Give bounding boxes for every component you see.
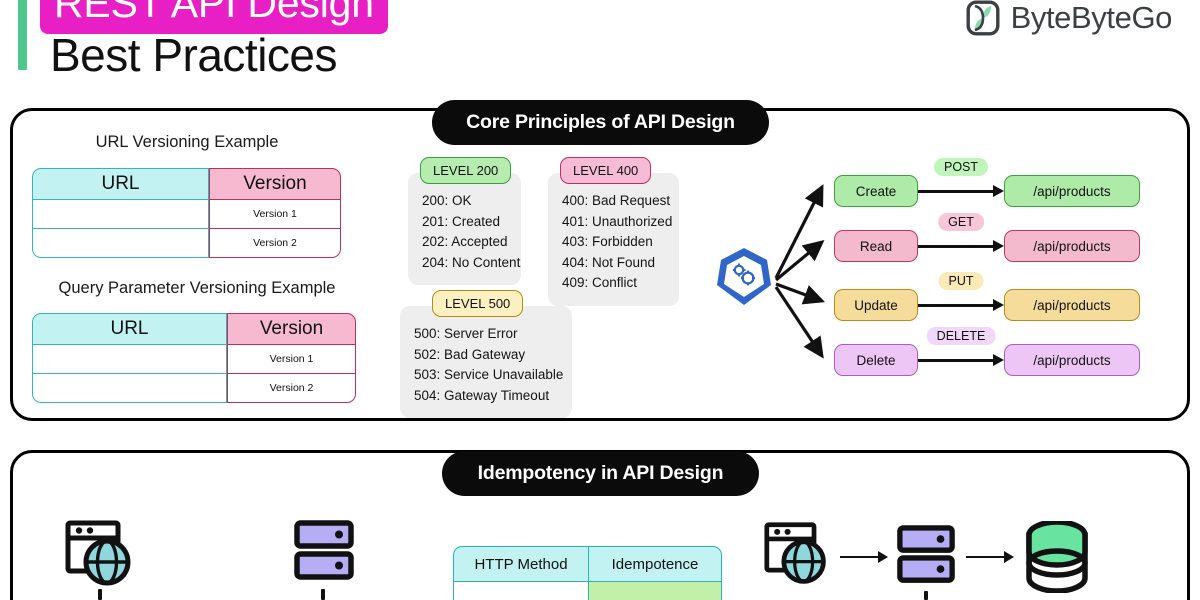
crud-row: Create POST /api/products bbox=[834, 158, 1140, 207]
page-header: REST API Design Best Practices ByteByteG… bbox=[0, 0, 1200, 96]
table-cell-version: Version 2 bbox=[209, 229, 341, 258]
http-method-idempotence-table: HTTP Method Idempotence bbox=[453, 546, 722, 600]
bytebytego-mark-icon bbox=[966, 0, 1000, 36]
section-header-core: Core Principles of API Design bbox=[432, 100, 769, 145]
status-level-label-500: LEVEL 500 bbox=[432, 290, 524, 317]
endpoint-update[interactable]: /api/products bbox=[1004, 289, 1140, 321]
method-arrow: POST bbox=[918, 158, 1004, 207]
version-column: Version Version 1 Version 2 bbox=[209, 168, 341, 258]
crud-operation-read[interactable]: Read bbox=[834, 230, 918, 262]
method-arrow: PUT bbox=[918, 272, 1004, 321]
endpoint-delete[interactable]: /api/products bbox=[1004, 344, 1140, 376]
url-column: URL bbox=[32, 168, 209, 258]
column-header-url: URL bbox=[32, 168, 209, 200]
status-code-item: 500: Server Error bbox=[414, 326, 518, 341]
crud-row: Delete DELETE /api/products bbox=[834, 327, 1140, 376]
brand-logo[interactable]: ByteByteGo bbox=[966, 0, 1172, 36]
version-column: Version Version 1 Version 2 bbox=[227, 313, 356, 403]
status-code-item: 401: Unauthorized bbox=[562, 213, 673, 229]
browser-globe-icon bbox=[762, 521, 833, 594]
http-method-post: POST bbox=[933, 158, 989, 176]
status-code-item: 409: Conflict bbox=[562, 275, 638, 290]
url-versioning-table: URL Version Version 1 Version 2 bbox=[32, 168, 341, 258]
crud-row: Read GET /api/products bbox=[834, 213, 1140, 262]
http-method-column: HTTP Method bbox=[453, 546, 589, 600]
crud-fan-arrows bbox=[774, 184, 826, 359]
flow-arrow bbox=[840, 550, 888, 564]
column-header-http-method: HTTP Method bbox=[453, 546, 589, 582]
status-code-item: 503: Service Unavailable bbox=[414, 367, 564, 382]
status-code-list-400: 400: Bad Request 401: Unauthorized 403: … bbox=[548, 173, 679, 306]
table-cell-version: Version 1 bbox=[209, 200, 341, 229]
drop-tick bbox=[98, 589, 102, 600]
api-hub-label: api bbox=[737, 284, 751, 294]
browser-globe-icon bbox=[63, 519, 138, 596]
table-cell-url bbox=[32, 200, 209, 229]
page-title-highlight: REST API Design bbox=[40, 0, 388, 34]
page-title: REST API Design bbox=[54, 0, 374, 26]
method-arrow: GET bbox=[918, 213, 1004, 262]
query-versioning-table: URL Version Version 1 Version 2 bbox=[32, 313, 356, 403]
status-level-label-400: LEVEL 400 bbox=[560, 157, 652, 184]
table-cell-version: Version 2 bbox=[227, 374, 356, 403]
status-level-label-200: LEVEL 200 bbox=[420, 157, 512, 184]
crud-operation-update[interactable]: Update bbox=[834, 289, 918, 321]
status-code-item: 404: Not Found bbox=[562, 254, 656, 270]
query-versioning-title: Query Parameter Versioning Example bbox=[58, 279, 336, 297]
status-code-item: 200: OK bbox=[422, 193, 472, 208]
http-method-get: GET bbox=[938, 213, 984, 231]
url-versioning-title: URL Versioning Example bbox=[95, 133, 279, 151]
http-method-put: PUT bbox=[938, 272, 984, 290]
section-header-idempotency: Idempotency in API Design bbox=[442, 451, 759, 496]
table-cell-version: Version 1 bbox=[227, 345, 356, 374]
brand-name: ByteByteGo bbox=[1010, 0, 1173, 35]
status-code-list-500: 500: Server Error 502: Bad Gateway 503: … bbox=[400, 306, 572, 418]
table-cell-idempotence bbox=[589, 582, 722, 600]
crud-operation-delete[interactable]: Delete bbox=[834, 344, 918, 376]
idempotence-column: Idempotence bbox=[589, 546, 722, 600]
endpoint-create[interactable]: /api/products bbox=[1004, 175, 1140, 207]
column-header-url: URL bbox=[32, 313, 227, 345]
drop-tick bbox=[924, 591, 928, 600]
status-code-item: 502: Bad Gateway bbox=[414, 346, 526, 362]
status-code-item: 403: Forbidden bbox=[562, 234, 653, 249]
crud-row: Update PUT /api/products bbox=[834, 272, 1140, 321]
column-header-version: Version bbox=[209, 168, 341, 200]
column-header-version: Version bbox=[227, 313, 356, 345]
method-arrow: DELETE bbox=[918, 327, 1004, 376]
http-method-delete: DELETE bbox=[926, 327, 996, 345]
crud-operation-create[interactable]: Create bbox=[834, 175, 918, 207]
server-rack-icon bbox=[896, 524, 956, 593]
server-rack-icon bbox=[293, 519, 355, 590]
column-header-idempotence: Idempotence bbox=[589, 546, 722, 582]
flow-arrow bbox=[966, 550, 1014, 564]
status-code-item: 204: No Content bbox=[422, 254, 521, 270]
status-code-item: 201: Created bbox=[422, 213, 501, 229]
page-subtitle: Best Practices bbox=[50, 29, 338, 81]
drop-tick bbox=[321, 589, 325, 600]
status-code-item: 202: Accepted bbox=[422, 234, 508, 249]
status-code-item: 400: Bad Request bbox=[562, 193, 671, 208]
table-cell-url bbox=[32, 229, 209, 258]
status-code-list-200: 200: OK 201: Created 202: Accepted 204: … bbox=[408, 173, 521, 285]
url-column: URL bbox=[32, 313, 227, 403]
status-code-item: 504: Gateway Timeout bbox=[414, 387, 550, 403]
endpoint-read[interactable]: /api/products bbox=[1004, 230, 1140, 262]
table-cell-http-method bbox=[453, 582, 589, 600]
table-cell-url bbox=[32, 374, 227, 403]
accent-bar bbox=[18, 0, 27, 70]
table-cell-url bbox=[32, 345, 227, 374]
database-icon bbox=[1024, 519, 1090, 598]
api-hub-icon: api bbox=[714, 246, 774, 308]
